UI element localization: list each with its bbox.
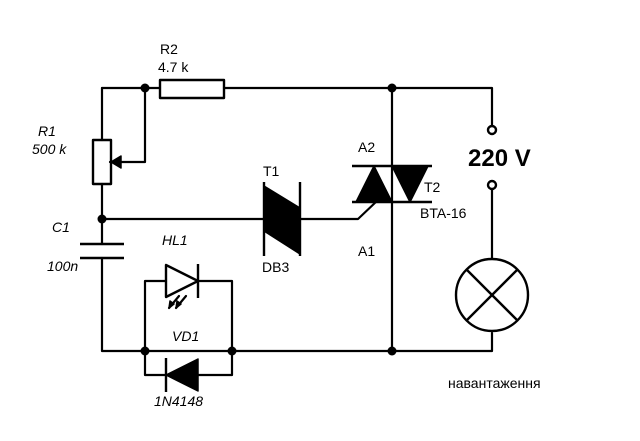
r2-ref-label: R2 bbox=[160, 41, 178, 57]
t1-ref-label: T1 bbox=[263, 163, 280, 179]
triac-t2 bbox=[352, 164, 432, 204]
capacitor-c1 bbox=[80, 242, 124, 260]
supply-voltage-label: 220 V bbox=[468, 145, 531, 172]
wires bbox=[100, 86, 494, 377]
t2-part-label: BTA-16 bbox=[420, 205, 467, 221]
junction-dot bbox=[227, 346, 237, 356]
light-emission-arrows bbox=[167, 294, 188, 310]
led-hl1 bbox=[164, 263, 200, 310]
resistor-r2 bbox=[158, 78, 226, 100]
c1-ref-label: C1 bbox=[52, 219, 70, 235]
c1-value-label: 100n bbox=[47, 258, 78, 274]
lamp-load bbox=[454, 257, 530, 333]
diac-t1 bbox=[262, 182, 302, 256]
potentiometer-r1 bbox=[91, 138, 122, 186]
load-label: навантаження bbox=[448, 375, 541, 391]
labels: R2 4.7 k R1 500 k C1 100n T1 DB3 A2 A1 T… bbox=[32, 41, 541, 409]
hl1-ref-label: HL1 bbox=[162, 232, 188, 248]
junction-dot bbox=[140, 346, 150, 356]
a1-terminal-label: A1 bbox=[358, 243, 375, 259]
t2-ref-label: T2 bbox=[424, 179, 441, 195]
r2-value-label: 4.7 k bbox=[158, 59, 189, 75]
r1-ref-label: R1 bbox=[38, 123, 56, 139]
junction-dot bbox=[97, 214, 107, 224]
a2-terminal-label: A2 bbox=[358, 139, 375, 155]
vd1-part-label: 1N4148 bbox=[154, 393, 203, 409]
supply-terminal-bottom bbox=[486, 179, 498, 191]
junction-dot bbox=[387, 83, 397, 93]
junction-dot bbox=[140, 83, 150, 93]
vd1-ref-label: VD1 bbox=[172, 328, 199, 344]
junction-dot bbox=[387, 346, 397, 356]
diode-vd1 bbox=[164, 358, 199, 392]
supply-terminal-top bbox=[486, 124, 498, 136]
t1-part-label: DB3 bbox=[262, 259, 289, 275]
junctions bbox=[97, 83, 397, 356]
r1-value-label: 500 k bbox=[32, 141, 67, 157]
